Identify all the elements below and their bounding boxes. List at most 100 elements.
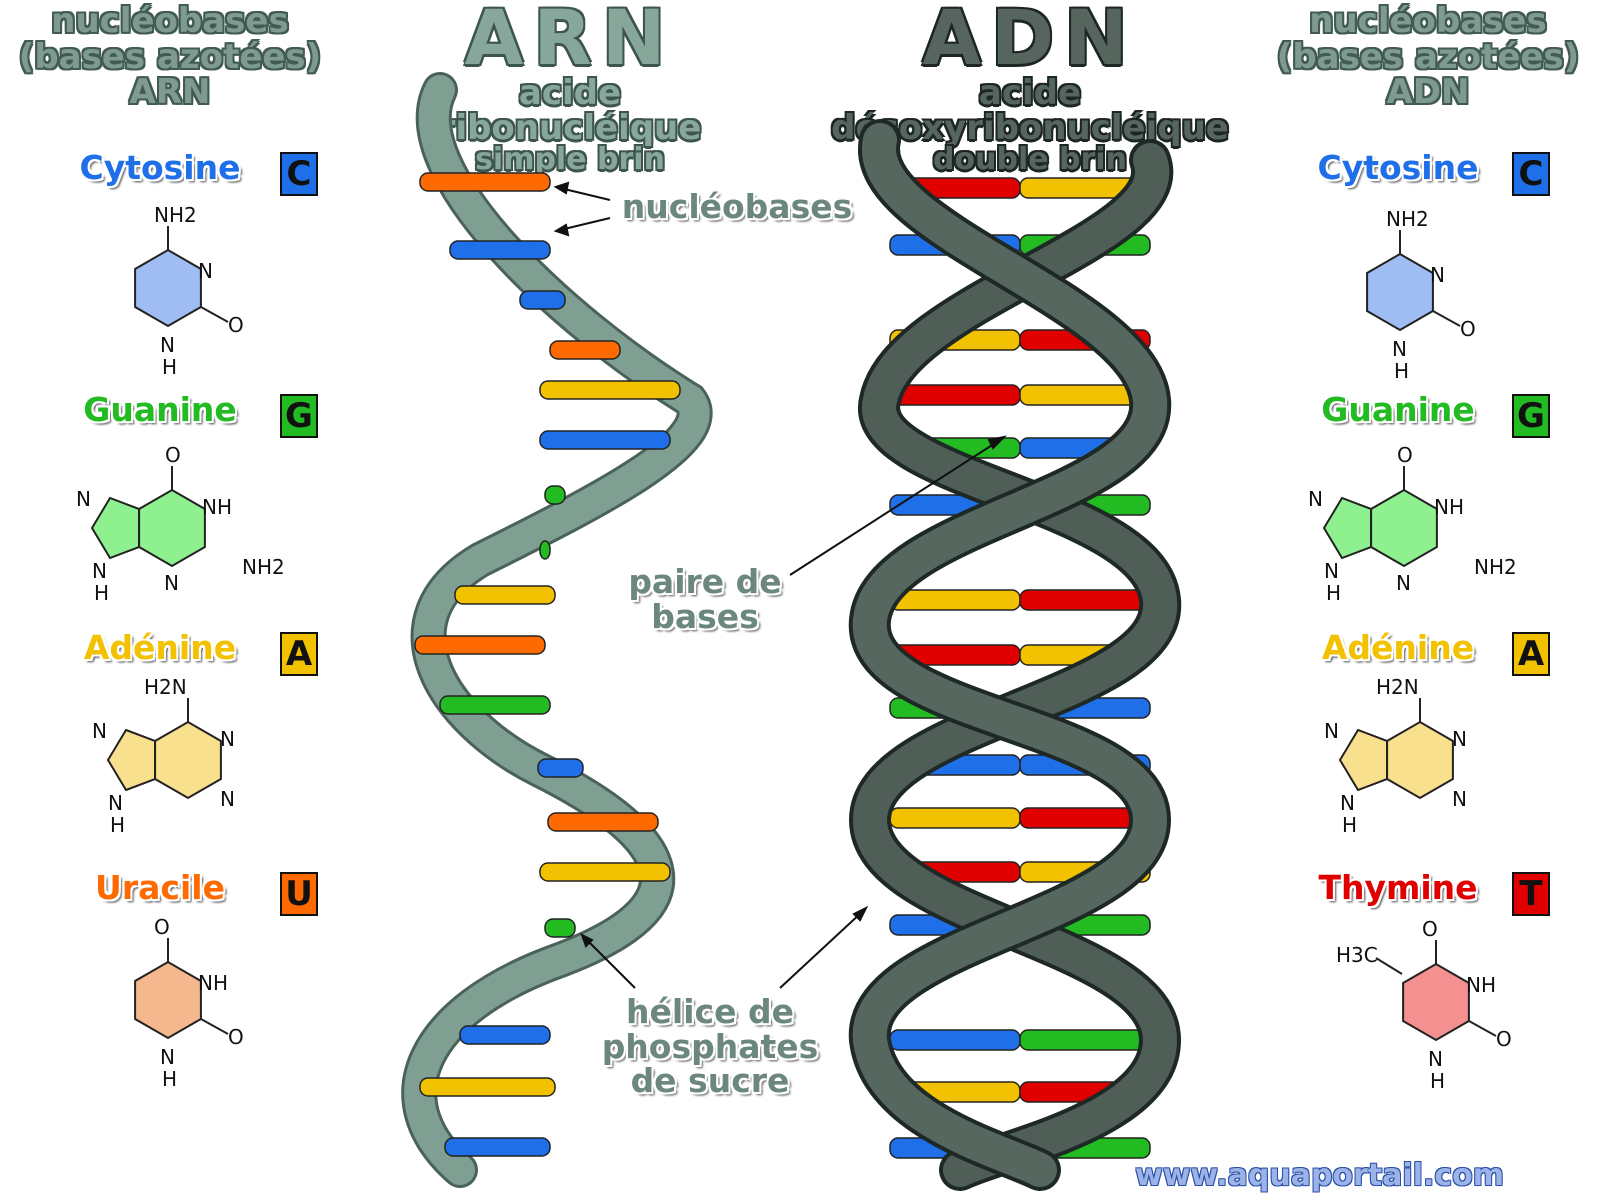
- arn-nucleobase-cytosine: [459, 1025, 551, 1045]
- atom-label: N: [108, 791, 123, 815]
- left-header-line3: ARN: [129, 72, 211, 113]
- right-base-letter-box: T: [1512, 872, 1550, 916]
- atom-label: O: [1496, 1027, 1512, 1051]
- arn-nucleobase-adenine: [539, 380, 681, 400]
- right-base-name: Thymine: [1318, 868, 1478, 907]
- arn-nucleobase-cytosine: [537, 758, 584, 778]
- left-header-line2: (bases azotées): [18, 36, 322, 77]
- callout-helice-line2: phosphates: [601, 1026, 819, 1066]
- atom-label: NH2: [154, 203, 197, 227]
- atom-label: O: [154, 915, 170, 939]
- arn-nucleobase-cytosine: [444, 1137, 551, 1157]
- arn-nucleobase-adenine: [419, 1077, 556, 1097]
- right-header: nucléobases (bases azotées) ADN: [1268, 1, 1588, 111]
- left-base-letter-box: A: [280, 632, 318, 676]
- atom-label: N: [1392, 337, 1407, 361]
- arrowhead-2: [553, 223, 570, 237]
- atom-label: N: [1428, 1047, 1443, 1071]
- atom-label: N: [1452, 787, 1467, 811]
- arn-title-block: ARN acide ribonucléique simple brin: [420, 0, 720, 176]
- arn-strand: [404, 75, 710, 1185]
- right-base-name: Guanine: [1321, 390, 1475, 429]
- adn-line3: double brin: [933, 142, 1127, 178]
- atom-label: O: [165, 443, 181, 467]
- atom-label: N: [1308, 487, 1323, 511]
- atom-label: N: [1452, 727, 1467, 751]
- adn-strand-a: [852, 143, 1178, 1187]
- atom-label: H: [1430, 1069, 1445, 1093]
- arn-line2: ribonucléique: [438, 107, 702, 148]
- atom-label: NH2: [242, 555, 285, 579]
- atom-label: H: [1342, 813, 1357, 837]
- atom-label: NH2: [1386, 207, 1429, 231]
- atom-label: O: [228, 1025, 244, 1049]
- atom-label: H: [1394, 359, 1409, 383]
- callout-nucleobases: nucléobases: [621, 187, 853, 226]
- atom-label: H: [162, 355, 177, 379]
- arn-bases: [414, 172, 681, 1157]
- left-base-name: Cytosine: [79, 148, 241, 187]
- arrow-paire: [789, 439, 1001, 576]
- arn-nucleobase-uracil: [419, 172, 551, 192]
- callout-arrows: [553, 181, 1008, 989]
- atom-label: N: [160, 1045, 175, 1069]
- adn-base-adenine: [889, 807, 1021, 829]
- arrow-helice-2: [779, 911, 863, 989]
- right-base-letter-box: A: [1512, 632, 1550, 676]
- arrow-nucleobase-1: [559, 187, 611, 201]
- atom-label: N: [198, 259, 213, 283]
- right-header-line1: nucléobases: [1309, 1, 1547, 41]
- arn-nucleobase-adenine: [454, 585, 556, 605]
- atom-label: H2N: [1376, 675, 1419, 699]
- arrow-helice-1: [584, 937, 636, 989]
- arn-line3: simple brin: [475, 142, 665, 178]
- atom-label: H: [110, 813, 125, 837]
- right-base-letter-box: C: [1512, 152, 1550, 196]
- atom-label: NH: [1466, 973, 1496, 997]
- arn-nucleobase-guanine: [439, 695, 551, 715]
- atom-label: H2N: [144, 675, 187, 699]
- left-base-letter-box: C: [280, 152, 318, 196]
- adn-base-thymine: [889, 384, 1021, 406]
- molecules: NH2NONHNNHONHNH2NNNHH2NNNONHONHNH2NONHNN…: [76, 203, 1517, 1093]
- adn-strand-b: [852, 123, 1168, 1187]
- atom-label: H: [94, 581, 109, 605]
- adn-base-adenine: [889, 589, 1021, 611]
- right-base-letter-box: G: [1512, 394, 1550, 438]
- adn-base-cytosine: [889, 1029, 1021, 1051]
- arrowhead-3: [987, 435, 1008, 450]
- adn-title-block: ADN acide désoxyribonucléique double bri…: [820, 0, 1240, 176]
- left-base-name: Guanine: [83, 390, 237, 429]
- callout-paire-line2: bases: [651, 596, 759, 636]
- atom-label: N: [1340, 791, 1355, 815]
- arrowhead-1: [553, 181, 570, 195]
- atom-label: H: [162, 1067, 177, 1091]
- callout-helice-line3: de sucre: [630, 1061, 790, 1101]
- atom-label: NH: [1434, 495, 1464, 519]
- atom-label: N: [92, 719, 107, 743]
- arn-nucleobase-uracil: [414, 635, 546, 655]
- arn-nucleobase-cytosine: [449, 240, 551, 260]
- atom-label: N: [1430, 263, 1445, 287]
- atom-label: O: [1422, 917, 1438, 941]
- right-base-name: Adénine: [1321, 628, 1475, 667]
- right-base-name: Cytosine: [1317, 148, 1479, 187]
- atom-label: N: [1324, 559, 1339, 583]
- atom-label: N: [220, 727, 235, 751]
- arrowhead-4: [580, 932, 594, 948]
- arn-nucleobase-cytosine: [539, 430, 671, 450]
- atom-label: NH: [202, 495, 232, 519]
- atom-label: O: [1460, 317, 1476, 341]
- atom-label: N: [1396, 571, 1411, 595]
- arn-nucleobase-uracil: [547, 812, 659, 832]
- arn-nucleobase-cytosine: [519, 290, 566, 310]
- adn-line1: acide: [978, 73, 1082, 113]
- arn-nucleobase-guanine: [544, 918, 576, 938]
- callout-paire: paire de bases: [605, 564, 805, 636]
